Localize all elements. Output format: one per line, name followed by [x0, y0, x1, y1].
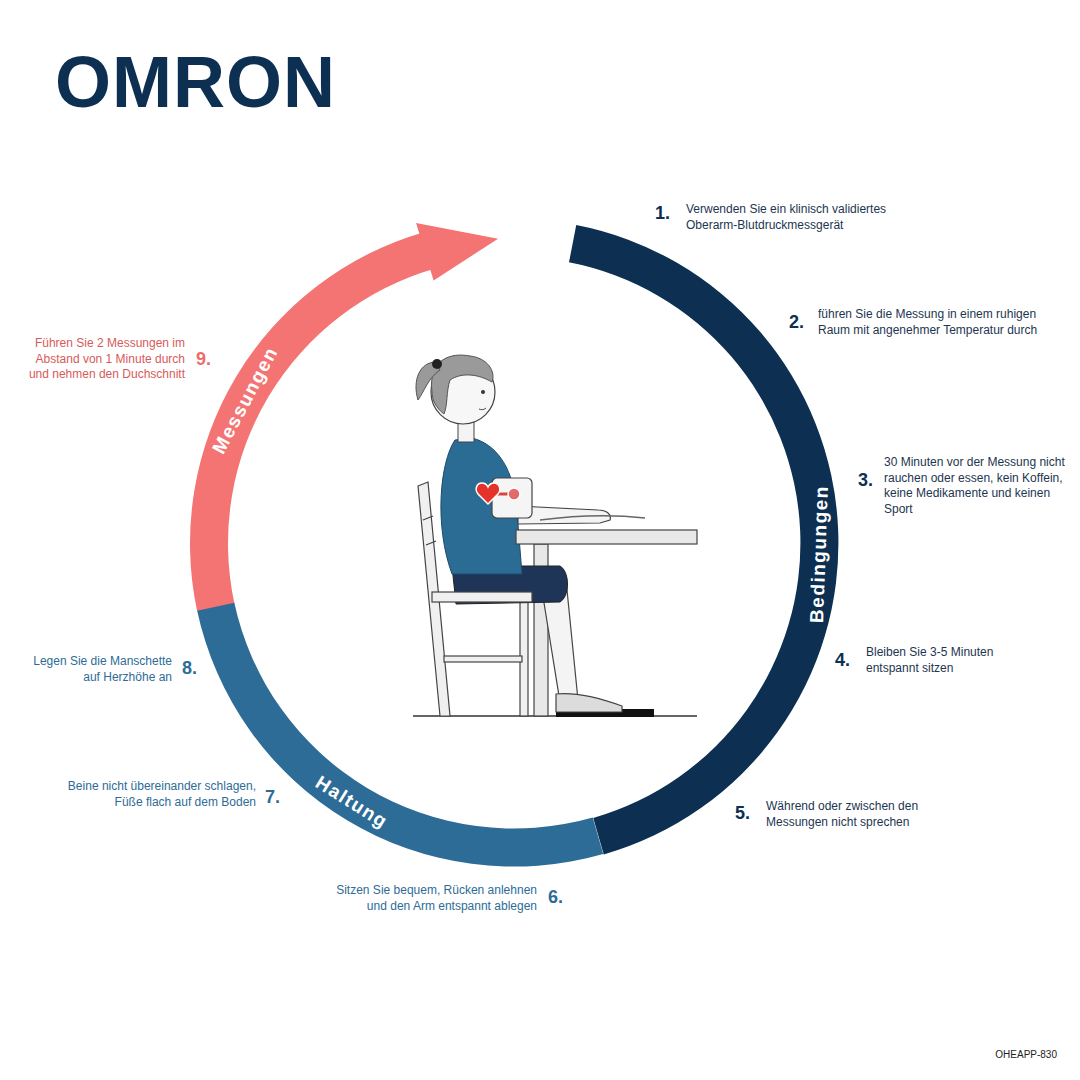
band-title: Bedingungen [807, 484, 831, 622]
floor-line [413, 715, 697, 717]
brand-logo: OMRON [55, 46, 336, 118]
mouth [479, 408, 486, 410]
band-shape [186, 219, 502, 615]
chair-rail [444, 656, 522, 662]
callout-number: 7. [265, 788, 280, 806]
document-code: OHEAPP-830 [995, 1048, 1057, 1061]
callout-number: 5. [735, 804, 750, 822]
hair [432, 355, 493, 414]
band-arc [569, 225, 838, 854]
cuff-tube [540, 516, 645, 520]
band-shape [193, 598, 607, 871]
table-top [516, 530, 697, 544]
posture-band: Haltung [193, 598, 607, 871]
callout-number: 3. [858, 471, 873, 489]
band-title: Messungen [209, 343, 281, 456]
heart-symbol [476, 483, 500, 504]
callout-number: 8. [182, 659, 197, 677]
slipper [556, 694, 622, 712]
chair-seat [432, 592, 532, 602]
band-arc [190, 232, 435, 611]
callout-number: 9. [196, 350, 211, 368]
arrow-head [416, 223, 498, 280]
chair-back-rail [423, 516, 433, 520]
callout-number: 1. [655, 204, 670, 222]
step-instruction: Verwenden Sie ein klinisch validiertes O… [686, 202, 916, 233]
callout-number: 4. [835, 651, 850, 669]
band-title: Haltung [313, 772, 392, 831]
step-instruction: 30 Minuten vor der Messung nicht rauchen… [884, 455, 1070, 517]
artery-dot [508, 488, 520, 500]
callout-number: 2. [789, 313, 804, 331]
step-instruction: Sitzen Sie bequem, Rücken anlehnen und d… [322, 883, 537, 914]
step-instruction: Legen Sie die Manschette auf Herzhöhe an [17, 654, 172, 685]
callout-number: 6. [548, 888, 563, 906]
eye [481, 390, 485, 394]
scrunchie [432, 359, 442, 369]
step-instruction: Bleiben Sie 3-5 Minuten entspannt sitzen [866, 645, 1026, 676]
step-instruction: Beine nicht übereinander schlagen, Füße … [41, 779, 256, 810]
step-instruction: Während oder zwischen den Messungen nich… [766, 799, 966, 830]
step-instruction: Führen Sie 2 Messungen im Abstand von 1 … [13, 336, 185, 383]
band-arc [197, 602, 603, 867]
measurements-band: Messungen [186, 219, 502, 615]
step-instruction: führen Sie die Messung in einem ruhigen … [818, 307, 1068, 338]
chair-back-rail [426, 541, 436, 545]
